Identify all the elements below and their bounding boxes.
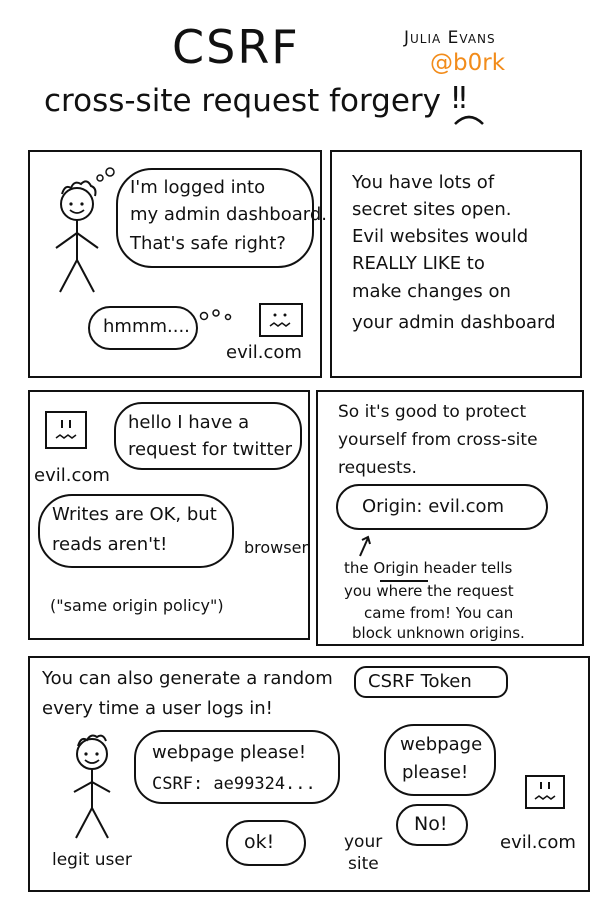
panel4-line-2: yourself from cross-site: [338, 430, 538, 450]
stick-figure-icon: [73, 734, 111, 839]
no-text: No!: [414, 813, 448, 835]
origin-note-line-4: block unknown origins.: [352, 624, 525, 642]
ok-text: ok!: [244, 831, 275, 853]
request-line-1: hello I have a: [128, 412, 250, 433]
panel2-line-6: your admin dashboard: [352, 312, 556, 333]
thought-bubble-safe: [116, 168, 314, 268]
panel-logged-in: [28, 150, 322, 378]
same-origin-policy-note: ("same origin policy"): [50, 596, 224, 615]
csrf-token-box: [354, 666, 508, 698]
evil-bubble-line-1: webpage: [400, 734, 483, 755]
panel-origin-header: [316, 390, 584, 646]
request-speech-bubble: [114, 402, 302, 470]
panel-browser-policy: [28, 390, 310, 640]
browser-line-2: reads aren't!: [52, 534, 168, 555]
origin-note-line-1: the Origin header tells: [344, 559, 513, 577]
thought-line-3: That's safe right?: [130, 233, 286, 254]
panel-secret-sites: [330, 150, 582, 378]
panel4-line-1: So it's good to protect: [338, 402, 527, 422]
panel2-line-2: secret sites open.: [352, 199, 512, 220]
csrf-token-label: CSRF Token: [368, 671, 472, 692]
request-line-2: request for twitter: [128, 439, 292, 460]
your-site-label-2: site: [348, 854, 379, 874]
panel2-line-5: make changes on: [352, 281, 511, 302]
stick-figure-icon: [55, 180, 99, 293]
panel2-line-4: REALLY LIKE to: [352, 253, 485, 274]
evil-com-label: evil.com: [500, 832, 576, 853]
evil-website-icon: [259, 303, 303, 337]
browser-line-1: Writes are OK, but: [52, 504, 217, 525]
thought-dots-icon: [96, 167, 115, 182]
no-speech-bubble: [396, 804, 468, 846]
evil-website-icon: [45, 411, 87, 449]
sad-face-icon: ‼: [452, 81, 467, 116]
thought-bubble-hmmm: [88, 306, 198, 350]
browser-label: browser: [244, 538, 309, 557]
evil-com-label: evil.com: [34, 465, 110, 486]
legit-request-bubble: [134, 730, 340, 804]
origin-note-line-2: you where the request: [344, 582, 514, 600]
evil-com-label: evil.com: [226, 342, 302, 363]
panel2-line-1: You have lots of: [352, 172, 495, 193]
panel5-intro-line-2: every time a user logs in!: [42, 698, 273, 719]
panel5-intro-line-1: You can also generate a random: [42, 668, 333, 689]
thought-line-2: my admin dashboard.: [130, 204, 327, 225]
evil-request-bubble: [384, 724, 496, 796]
author-name: Julia Evans: [404, 28, 496, 48]
page-title: CSRF: [172, 20, 300, 74]
sad-mouth-icon: [454, 115, 484, 125]
evil-bubble-line-2: please!: [402, 762, 469, 783]
hmmm-text: hmmm....: [103, 316, 190, 337]
panel4-line-3: requests.: [338, 458, 417, 478]
arrow-up-icon: [359, 535, 371, 557]
origin-speech-bubble: [336, 484, 548, 530]
panel2-line-3: Evil websites would: [352, 226, 529, 247]
ok-speech-bubble: [226, 820, 306, 866]
origin-note-line-3: came from! You can: [364, 604, 514, 622]
panel-csrf-token: [28, 656, 590, 892]
thought-line-1: I'm logged into: [130, 177, 266, 198]
author-handle: @b0rk: [430, 50, 506, 76]
browser-thought-bubble: [38, 494, 234, 568]
legit-bubble-line-2: CSRF: ae99324...: [152, 774, 316, 794]
origin-header-text: Origin: evil.com: [362, 496, 505, 517]
legit-bubble-line-1: webpage please!: [152, 742, 307, 763]
your-site-label-1: your: [344, 832, 383, 852]
legit-user-label: legit user: [52, 850, 132, 870]
thought-dots-icon: [199, 309, 232, 321]
page-subtitle: cross-site request forgery: [44, 83, 442, 119]
evil-website-icon: [525, 775, 565, 809]
origin-underline: [380, 580, 428, 582]
